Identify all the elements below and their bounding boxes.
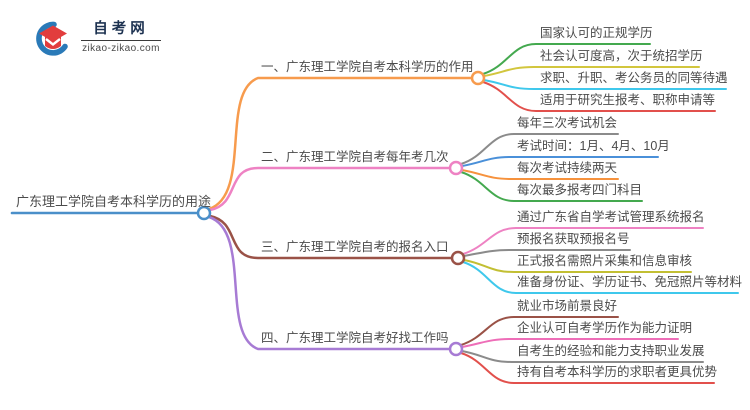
- leaf-label[interactable]: 求职、升职、考公务员的同等待遇: [540, 71, 728, 85]
- leaf-label[interactable]: 持有自考本科学历的求职者更具优势: [517, 365, 718, 379]
- leaf-connector: [461, 169, 619, 180]
- branch-2-label[interactable]: 二、广东理工学院自考每年考几次: [261, 150, 449, 164]
- leaf-label[interactable]: 社会认可度高，次于统招学历: [540, 49, 703, 63]
- leaf-label[interactable]: 企业认可自考学历作为能力证明: [517, 321, 693, 335]
- leaf-connector: [482, 43, 651, 75]
- leaf-connector: [463, 259, 692, 273]
- leaf-label[interactable]: 正式报名需照片采集和信息审核: [517, 254, 693, 268]
- logo-divider: [81, 40, 161, 41]
- leaf-connector: [460, 171, 643, 202]
- root-node-label[interactable]: 广东理工学院自考本科学历的用途: [16, 194, 212, 209]
- site-logo[interactable]: 自考网 zikao-zikao.com: [33, 20, 161, 56]
- leaf-connector: [483, 66, 700, 77]
- leaf-connector: [463, 249, 631, 257]
- leaf-label[interactable]: 考试时间：1月、4月、10月: [517, 139, 670, 153]
- leaf-connector: [461, 350, 704, 363]
- leaf-label[interactable]: 预报名获取预报名号: [517, 232, 630, 246]
- leaf-connector: [462, 227, 704, 255]
- leaf-connector: [461, 338, 679, 348]
- logo-domain-text: zikao-zikao.com: [82, 43, 160, 54]
- leaf-connector: [461, 156, 659, 167]
- leaf-label[interactable]: 通过广东省自学考试管理系统报名: [517, 210, 705, 224]
- leaf-connector: [483, 79, 727, 90]
- branch-3-node-circle[interactable]: [450, 250, 466, 266]
- branch-4-connector: [207, 215, 451, 351]
- leaf-label[interactable]: 每年三次考试机会: [517, 116, 618, 130]
- branch-3-connector: [208, 214, 453, 260]
- branch-2-node-circle[interactable]: [448, 160, 464, 176]
- leaf-label[interactable]: 适用于研究生报考、职称申请等: [540, 93, 716, 107]
- leaf-label[interactable]: 每次考试持续两天: [517, 161, 618, 175]
- branch-1-label[interactable]: 一、广东理工学院自考本科学历的作用: [261, 60, 474, 74]
- leaf-connector: [460, 316, 619, 346]
- graduation-cap-icon: [36, 21, 68, 56]
- root-node-circle[interactable]: [196, 205, 212, 221]
- leaf-connector: [462, 261, 739, 294]
- leaf-connector: [460, 352, 715, 384]
- leaf-label[interactable]: 国家认可的正规学历: [540, 26, 653, 40]
- leaf-connector: [482, 81, 716, 112]
- branch-2-connector: [208, 166, 451, 212]
- branch-1-node-circle[interactable]: [470, 70, 486, 86]
- branch-3-label[interactable]: 三、广东理工学院自考的报名入口: [261, 240, 449, 254]
- branch-1-connector: [207, 76, 473, 211]
- leaf-label[interactable]: 每次最多报考四门科目: [517, 183, 643, 197]
- leaf-label[interactable]: 就业市场前景良好: [517, 299, 618, 313]
- branch-4-node-circle[interactable]: [448, 341, 464, 357]
- leaf-label[interactable]: 准备身份证、学历证书、免冠照片等材料: [517, 275, 743, 289]
- branch-4-label[interactable]: 四、广东理工学院自考好找工作吗: [261, 331, 449, 345]
- logo-title: 自考网: [93, 21, 149, 37]
- leaf-connector: [460, 133, 619, 165]
- leaf-label[interactable]: 自考生的经验和能力支持职业发展: [517, 344, 705, 358]
